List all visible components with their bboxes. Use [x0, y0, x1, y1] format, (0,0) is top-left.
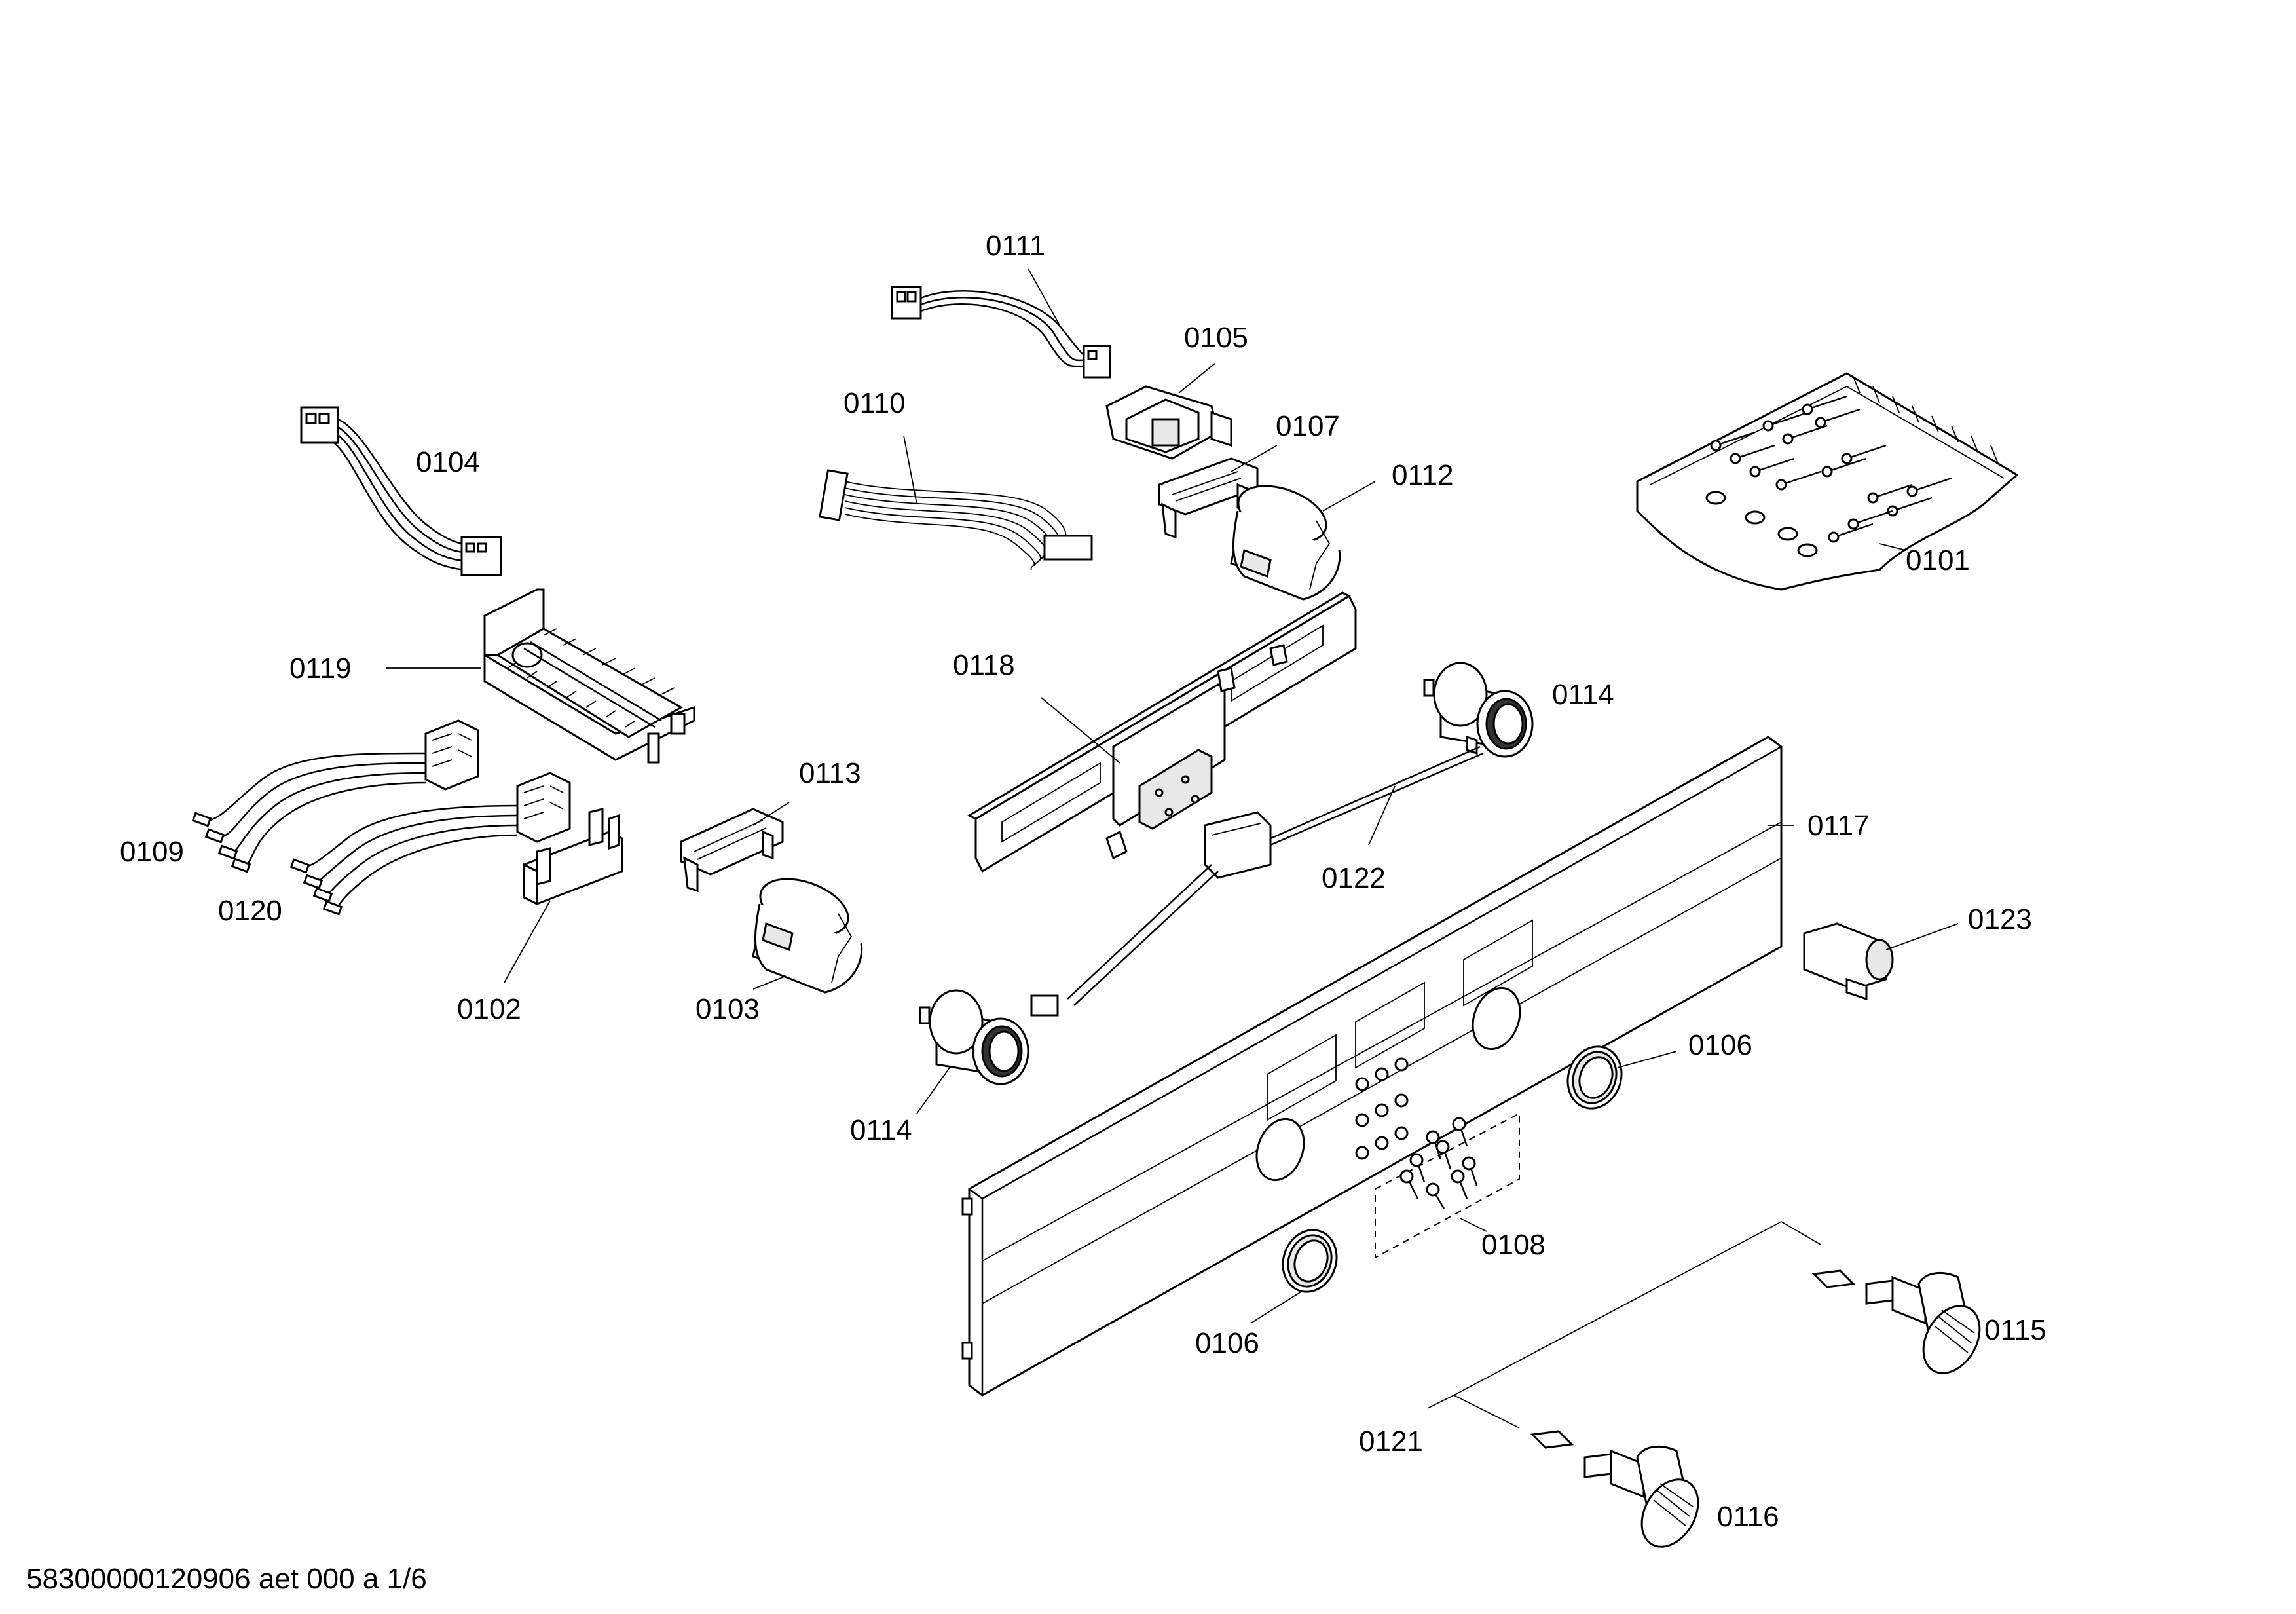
label-0118: 0118: [953, 649, 1015, 681]
part-0112-housing[interactable]: [1230, 475, 1376, 601]
screws: [1705, 395, 1952, 557]
label-0105: 0105: [1184, 322, 1248, 354]
label-0106-lower: 0106: [1195, 1327, 1259, 1359]
label-0111: 0111: [986, 230, 1045, 262]
label-0107: 0107: [1276, 410, 1340, 442]
button-pins: [1399, 1117, 1478, 1209]
label-0110: 0110: [843, 387, 906, 419]
part-0113-clip[interactable]: [680, 802, 790, 893]
label-0123: 0123: [1968, 903, 2032, 935]
label-0117: 0117: [1807, 810, 1870, 842]
label-0119: 0119: [289, 652, 352, 685]
label-0101: 0101: [1906, 544, 1970, 576]
part-0115-knob[interactable]: [1811, 1269, 1991, 1383]
part-0108-push-buttons[interactable]: [1375, 1112, 1520, 1259]
part-0106-ring-upper[interactable]: [1559, 1039, 1677, 1116]
label-0113: 0113: [799, 757, 861, 789]
label-0115: 0115: [1984, 1314, 2046, 1346]
part-0110-ribbon-cable[interactable]: [819, 435, 1093, 571]
label-0112: 0112: [1392, 459, 1454, 491]
part-0104-cable[interactable]: [300, 406, 502, 576]
part-0102-bracket[interactable]: [504, 808, 623, 983]
label-0122: 0122: [1322, 862, 1386, 894]
label-0106-upper: 0106: [1688, 1029, 1752, 1061]
part-0118-bracket[interactable]: [967, 591, 1357, 873]
label-0120: 0120: [218, 895, 282, 927]
label-0103: 0103: [695, 993, 760, 1025]
label-0108: 0108: [1481, 1229, 1546, 1261]
part-0114-encoder-upper[interactable]: [1423, 662, 1534, 758]
label-0114-lower: 0114: [850, 1114, 912, 1146]
button-holes: [1355, 1057, 1409, 1160]
part-0119-terminal-block[interactable]: [386, 588, 695, 764]
label-0114-upper: 0114: [1552, 679, 1614, 711]
part-0122-wire[interactable]: [1030, 745, 1484, 1017]
part-0106-ring-lower[interactable]: [1250, 1222, 1345, 1324]
part-0111-cable[interactable]: [891, 268, 1111, 379]
label-0102: 0102: [457, 993, 521, 1025]
part-0103-housing[interactable]: [752, 868, 863, 994]
part-0109-wires[interactable]: [191, 719, 479, 873]
part-0101-screw-bag[interactable]: [1636, 372, 2019, 591]
drawing-footer-code: 58300000120906 aet 000 a 1/6: [26, 1563, 427, 1595]
label-0116: 0116: [1717, 1501, 1779, 1533]
part-0121-springs[interactable]: [1427, 1221, 1821, 1449]
part-0117-front-panel[interactable]: [961, 736, 1794, 1397]
part-0123-connector[interactable]: [1803, 922, 1959, 1001]
label-0109: 0109: [120, 836, 184, 868]
part-0114-encoder-lower[interactable]: [916, 989, 1029, 1114]
part-0105-holder[interactable]: [1105, 363, 1232, 460]
part-0120-wires[interactable]: [289, 772, 571, 916]
part-0116-knob[interactable]: [1583, 1445, 1709, 1556]
label-0121: 0121: [1359, 1425, 1423, 1457]
part-labels: 0111 0105 0110 0107 0104 0112 0101 0119 …: [120, 230, 2046, 1533]
label-0104: 0104: [416, 446, 480, 478]
